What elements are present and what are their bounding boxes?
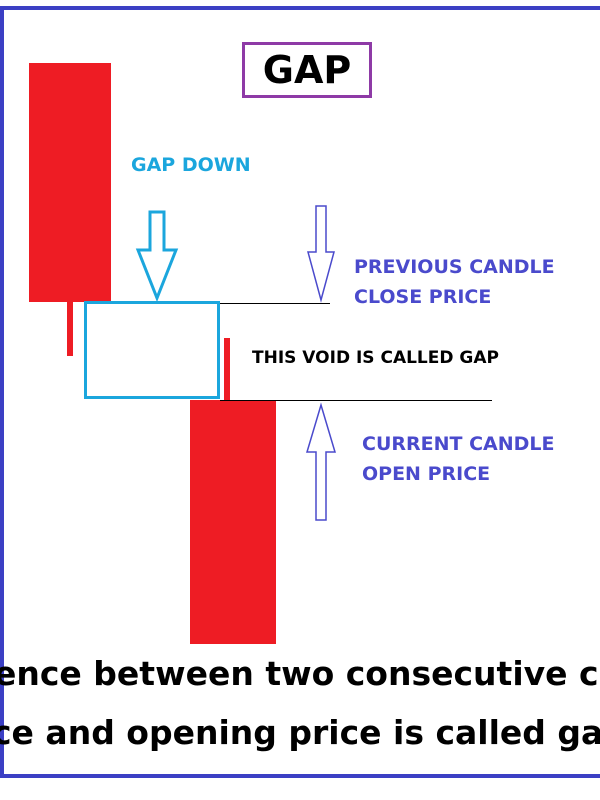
current-candle-wick <box>224 338 230 400</box>
caption-line-1: ence between two consecutive ca <box>0 654 600 693</box>
void-label: THIS VOID IS CALLED GAP <box>252 348 499 368</box>
current-open-arrow-icon <box>305 402 337 521</box>
previous-close-label-line-1: PREVIOUS CANDLE <box>354 256 555 278</box>
current-open-label-line-2: OPEN PRICE <box>362 463 491 485</box>
page-title: GAP <box>262 48 352 92</box>
previous-candle-wick <box>67 302 73 356</box>
frame-left-border <box>0 6 4 778</box>
previous-close-line <box>220 303 330 304</box>
current-open-label: CURRENT CANDLE OPEN PRICE <box>362 429 555 489</box>
previous-close-arrow-icon <box>307 205 335 303</box>
current-open-label-line-1: CURRENT CANDLE <box>362 433 555 455</box>
current-open-line <box>220 400 492 401</box>
gap-down-label: GAP DOWN <box>131 154 251 176</box>
title-box: GAP <box>242 42 372 98</box>
current-candle-body <box>190 400 276 644</box>
gap-down-arrow-icon <box>135 210 179 303</box>
gap-box <box>84 301 220 399</box>
previous-candle-body <box>29 63 111 302</box>
frame-bottom-border <box>0 774 600 778</box>
frame-top-border <box>0 6 600 10</box>
caption-line-2: ce and opening price is called gap <box>0 713 600 752</box>
previous-close-label-line-2: CLOSE PRICE <box>354 286 492 308</box>
previous-close-label: PREVIOUS CANDLE CLOSE PRICE <box>354 252 555 312</box>
